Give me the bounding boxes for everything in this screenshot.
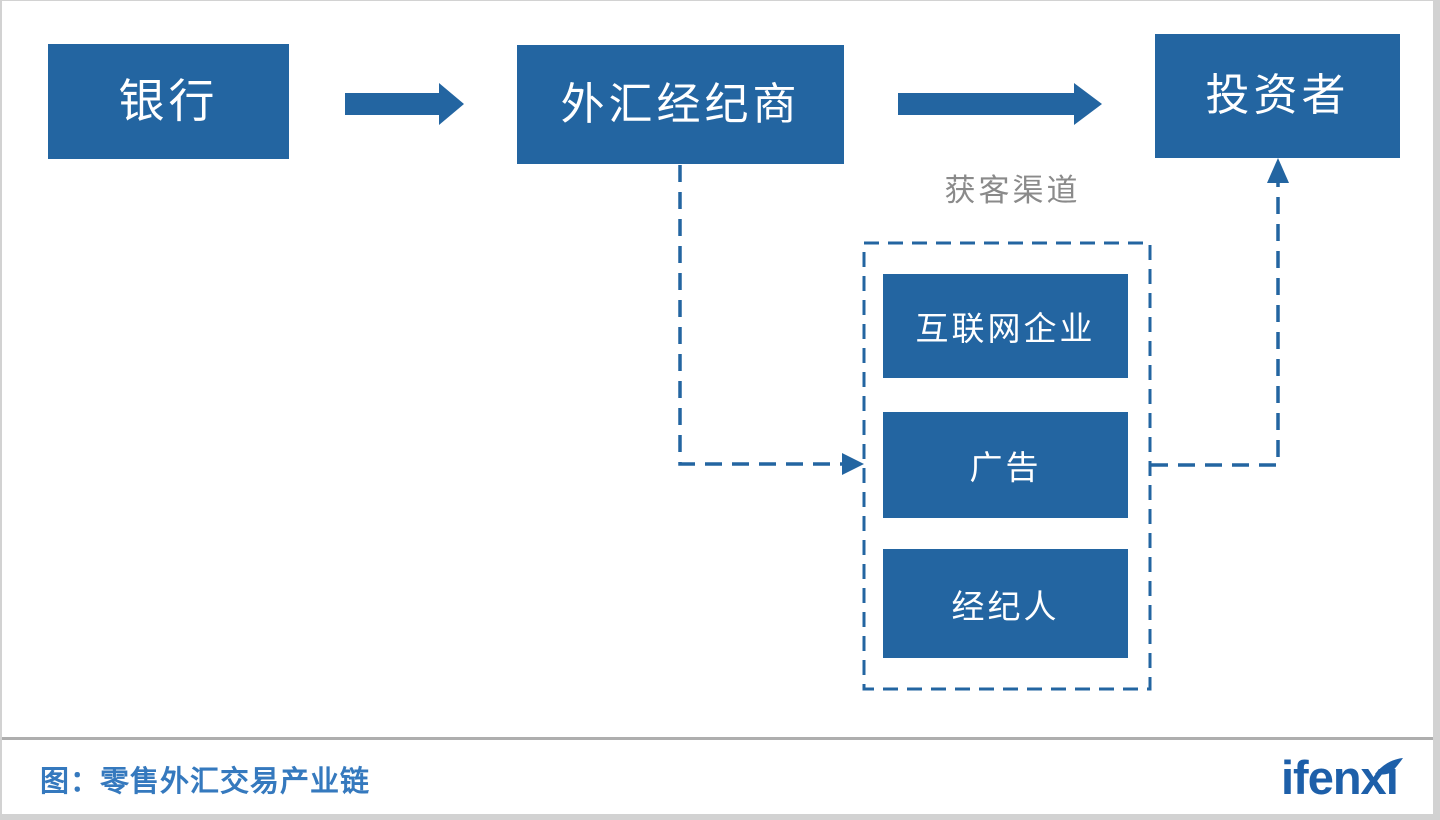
channel-advertising-label: 广告 [969, 451, 1042, 487]
acquisition-channel-label: 获客渠道 [944, 173, 1081, 208]
logo-swoosh-icon [1374, 758, 1403, 775]
channel-internet-companies: 互联网企业 [883, 274, 1128, 378]
node-bank-label: 银行 [118, 75, 219, 127]
channel-internet-companies-label: 互联网企业 [915, 312, 1096, 348]
arrow-broker-to-investor [898, 83, 1102, 125]
channel-agents: 经纪人 [883, 549, 1128, 658]
node-forex-broker-label: 外汇经纪商 [560, 79, 801, 129]
node-forex-broker: 外汇经纪商 [517, 45, 844, 164]
logo-ifenxi: ifenxı [1281, 751, 1403, 806]
connector-channels-to-investor [1151, 183, 1280, 467]
logo-text-base: ifenx [1281, 751, 1387, 804]
footer-divider [2, 737, 1433, 740]
connector-broker-to-channels-arrowhead [842, 453, 864, 475]
figure-caption: 图：零售外汇交易产业链 [40, 766, 371, 798]
arrow-bank-to-broker [345, 83, 464, 125]
channel-agents-label: 经纪人 [951, 589, 1060, 626]
node-investor: 投资者 [1155, 34, 1400, 158]
channel-advertising: 广告 [883, 412, 1128, 518]
connector-channels-to-investor-arrowhead [1267, 158, 1289, 183]
connector-broker-to-channels [678, 165, 842, 466]
node-investor-label: 投资者 [1205, 71, 1350, 120]
node-bank: 银行 [48, 44, 289, 159]
